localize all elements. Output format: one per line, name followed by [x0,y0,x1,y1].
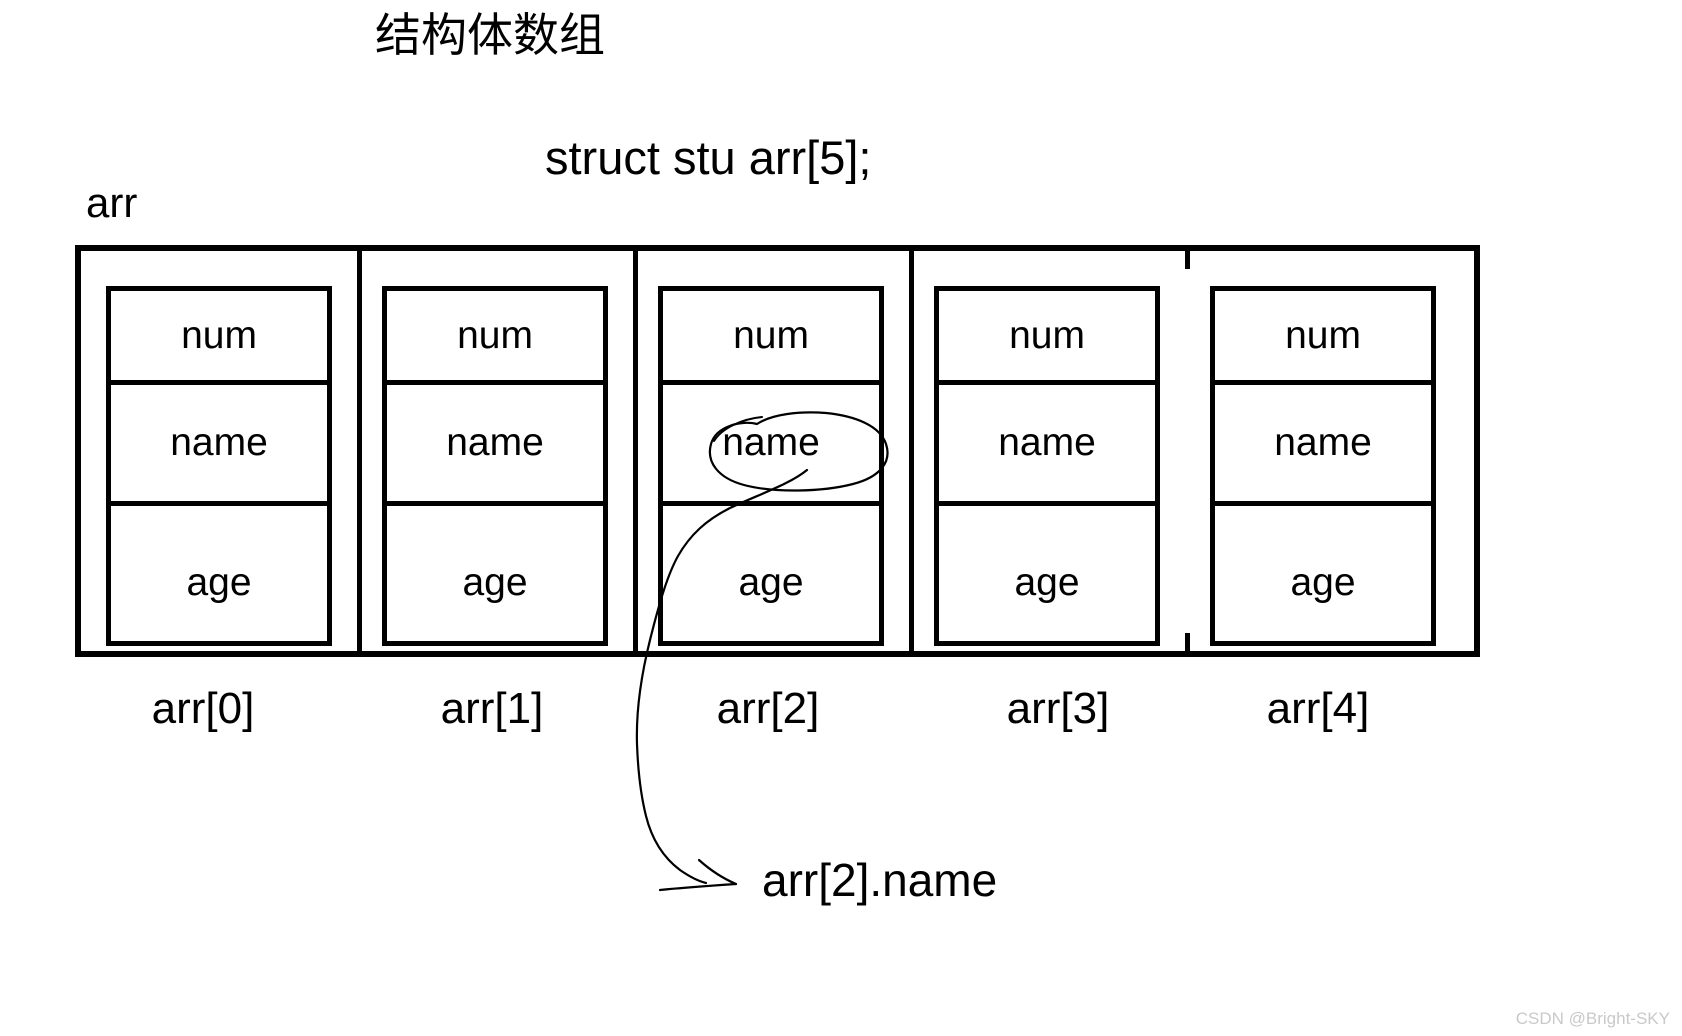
struct-cell-arr-2[interactable]: num name age [658,286,884,646]
index-label-arr-0: arr[0] [151,684,255,733]
callout-label-arr2-name: arr[2].name [762,854,998,906]
field-age: age [1014,561,1080,604]
index-label-arr-1: arr[1] [440,684,544,733]
arrowhead-upper-stroke [697,858,738,886]
struct-cell-arr-3[interactable]: num name age [934,286,1160,646]
field-name: name [1215,385,1431,506]
cell-divider-3-4 [1185,251,1190,651]
field-num: num [663,291,879,385]
index-label-arr-3: arr[3] [1006,684,1110,733]
field-name-highlighted: name [663,385,879,506]
field-name: name [111,385,327,506]
field-num: num [1215,291,1431,385]
array-outer-box: num name age num name age num name age n… [75,245,1480,657]
array-name-label: arr [86,179,138,226]
field-name: name [387,385,603,506]
struct-cell-arr-4[interactable]: num name age [1210,286,1436,646]
struct-cell-arr-1[interactable]: num name age [382,286,608,646]
page-title: 结构体数组 [375,9,605,61]
cell-divider-0-1 [357,251,362,651]
index-label-arr-4: arr[4] [1266,684,1370,733]
index-label-arr-2: arr[2] [716,684,820,733]
watermark: CSDN @Bright-SKY [1515,1009,1670,1028]
field-age: age [186,561,252,604]
cell-divider-2-3 [909,251,914,651]
field-num: num [939,291,1155,385]
field-num: num [387,291,603,385]
arrowhead-lower-stroke [658,882,738,892]
field-name: name [939,385,1155,506]
field-num: num [111,291,327,385]
field-age: age [738,561,804,604]
declaration-text: struct stu arr[5]; [545,131,872,184]
field-age: age [1290,561,1356,604]
struct-cell-arr-0[interactable]: num name age [106,286,332,646]
field-age: age [462,561,528,604]
cell-divider-1-2 [633,251,638,651]
